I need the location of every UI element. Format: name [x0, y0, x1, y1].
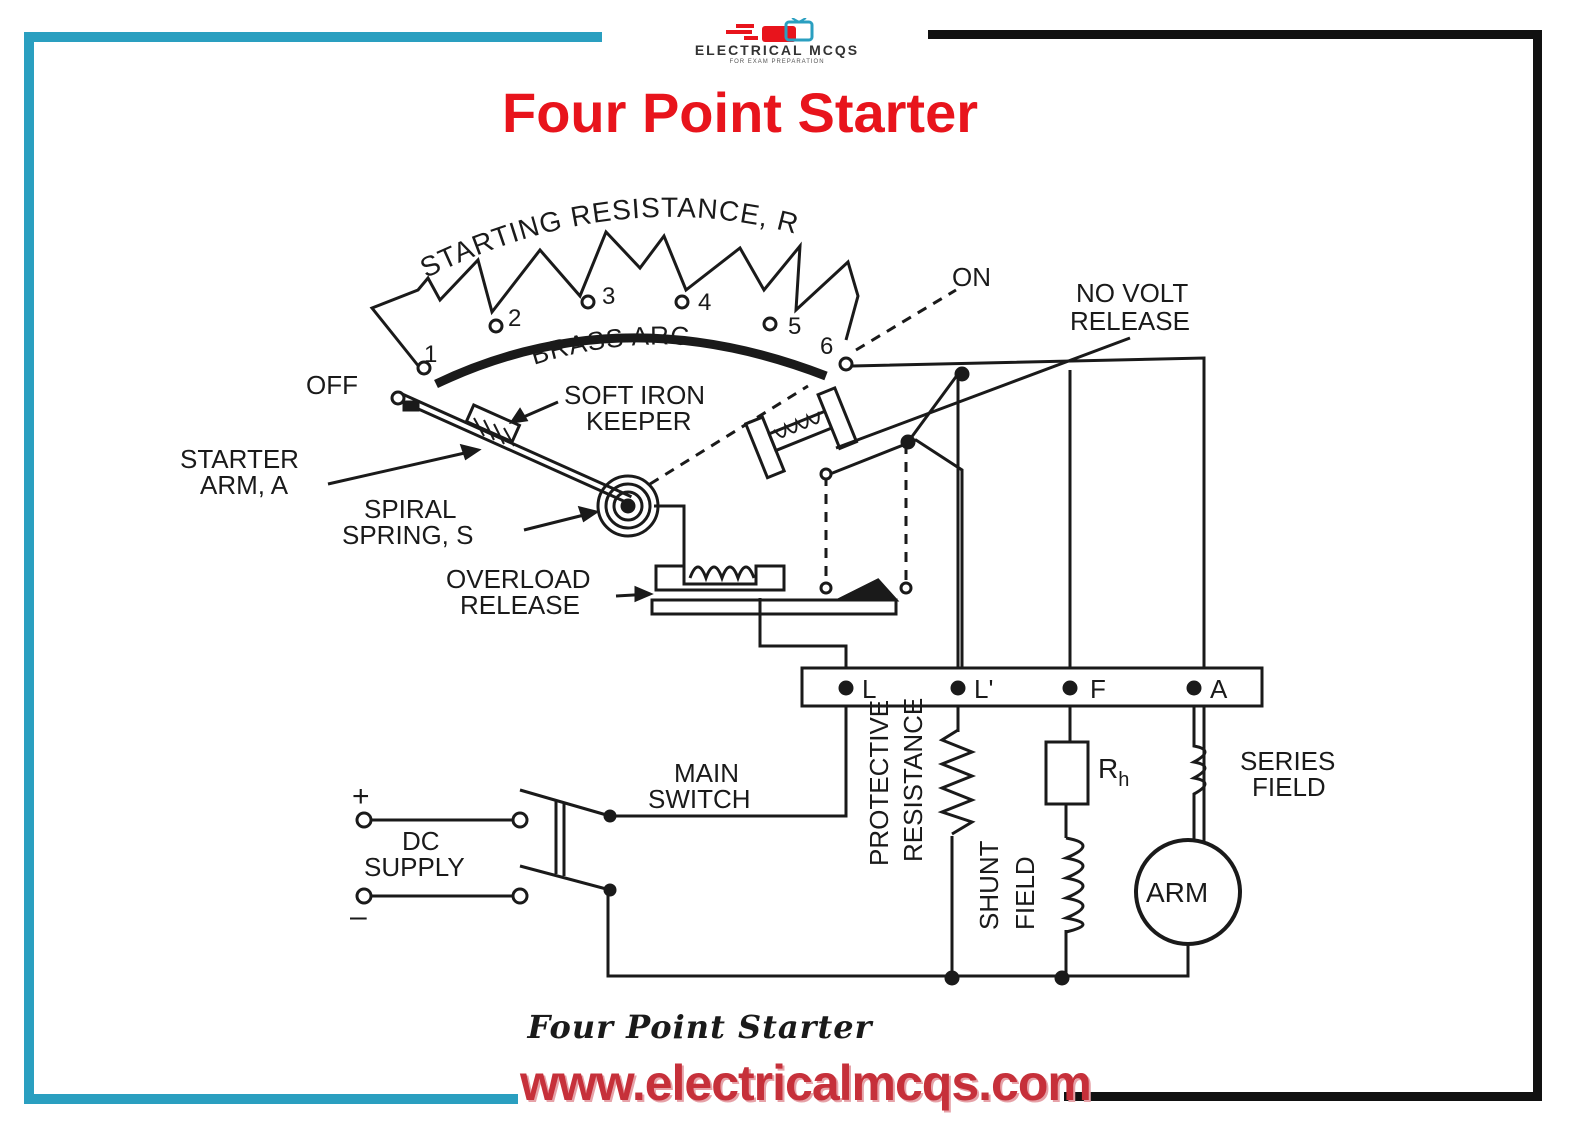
series-field-label-1: SERIES — [1240, 746, 1335, 776]
link-node — [819, 467, 833, 481]
soft-iron-keeper-label-2: KEEPER — [586, 406, 692, 436]
junction-dot — [954, 366, 970, 382]
no-volt-release-label-1: NO VOLT — [1076, 278, 1188, 308]
starter-arm-label-1: STARTER — [180, 444, 299, 474]
starting-resistance-label: STARTING RESISTANCE, R — [415, 192, 802, 284]
terminal-f-label: F — [1090, 674, 1106, 704]
logo-tv-icon — [726, 17, 814, 42]
spiral-spring-label-2: SPRING, S — [342, 520, 473, 550]
frame-bottom-right-border — [1064, 1092, 1542, 1101]
logo-subtext: FOR EXAM PREPARATION — [729, 59, 825, 65]
page-title: Four Point Starter — [501, 81, 979, 144]
on-label: ON — [952, 262, 991, 292]
main-switch-label-1: MAIN — [674, 758, 739, 788]
protective-resistance-label-1: PROTECTIVE — [864, 700, 894, 866]
brass-arc-label: BRASS ARC — [527, 320, 691, 370]
terminal-a-label: A — [1210, 674, 1228, 704]
contact-studs — [416, 294, 854, 376]
figure-caption: Four Point Starter — [527, 1008, 873, 1046]
spiral-spring — [596, 474, 660, 538]
off-label: OFF — [306, 370, 358, 400]
shunt-field-coil — [1060, 836, 1085, 934]
terminal-f-dot — [1062, 680, 1078, 696]
shunt-field-label-2: FIELD — [1010, 856, 1040, 930]
minus-label: – — [350, 900, 367, 933]
contact-label-2: 2 — [508, 305, 521, 332]
series-field-coil — [1189, 706, 1207, 858]
spiral-spring-label-1: SPIRAL — [364, 494, 457, 524]
logo-text: ELECTRICAL MCQS — [694, 42, 860, 58]
armature-label: ARM — [1146, 877, 1208, 908]
junction-dot — [900, 434, 916, 450]
contact-label-3: 3 — [602, 283, 615, 310]
overload-release-label-2: RELEASE — [460, 590, 580, 620]
series-field-label-2: FIELD — [1252, 772, 1326, 802]
on-dashed-line — [855, 288, 957, 352]
overload-release-magnet — [650, 564, 900, 616]
contact-label-6: 6 — [820, 333, 833, 360]
terminal-block — [800, 666, 1264, 708]
wiring — [606, 336, 1206, 978]
terminal-l-prime-label: L' — [974, 674, 993, 704]
no-volt-release-coil — [743, 385, 859, 480]
dc-supply-label-2: SUPPLY — [364, 852, 465, 882]
armature-circle — [1134, 838, 1242, 946]
site-logo: ELECTRICAL MCQS FOR EXAM PREPARATION — [632, 17, 922, 66]
terminal-l-dot — [838, 680, 854, 696]
frame-right-border — [1533, 30, 1542, 1100]
soft-iron-keeper-label-1: SOFT IRON — [564, 380, 705, 410]
starter-arm-label-2: ARM, A — [200, 470, 289, 500]
contact-label-5: 5 — [788, 313, 801, 340]
plus-label: + — [352, 780, 370, 813]
contact-label-4: 4 — [698, 289, 711, 316]
frame-top-left-border — [24, 32, 602, 42]
shunt-rheostat-rh — [1044, 740, 1090, 806]
terminal-a-dot — [1186, 680, 1202, 696]
frame-bottom-left-border — [24, 1094, 518, 1104]
brass-arc — [434, 333, 828, 389]
protective-resistance-zigzag — [937, 706, 977, 836]
website-url[interactable]: www.electricalmcqs.com — [520, 1055, 1092, 1111]
pointer-arrows — [327, 400, 654, 603]
frame-left-border — [24, 32, 34, 1104]
main-switch-label-2: SWITCH — [648, 784, 751, 814]
terminal-l-label: L — [862, 674, 876, 704]
frame-top-right-border — [928, 30, 1542, 39]
overload-release-label-1: OVERLOAD — [446, 564, 591, 594]
starter-arm — [390, 390, 633, 505]
main-switch — [355, 788, 617, 905]
junction-dot — [1054, 970, 1070, 986]
keeper-dashed-line — [649, 384, 809, 486]
rh-label: Rh — [1098, 753, 1129, 791]
link-node — [819, 581, 833, 595]
link-node — [899, 581, 913, 595]
junction-dot — [944, 970, 960, 986]
starting-resistance-zigzag — [369, 229, 860, 369]
shunt-field-label-1: SHUNT — [974, 840, 1004, 930]
contact-label-1: 1 — [424, 341, 437, 368]
no-volt-release-label-2: RELEASE — [1070, 306, 1190, 336]
terminal-l-prime-dot — [950, 680, 966, 696]
protective-resistance-label-2: RESISTANCE — [898, 698, 928, 862]
dc-supply-label-1: DC — [402, 826, 440, 856]
